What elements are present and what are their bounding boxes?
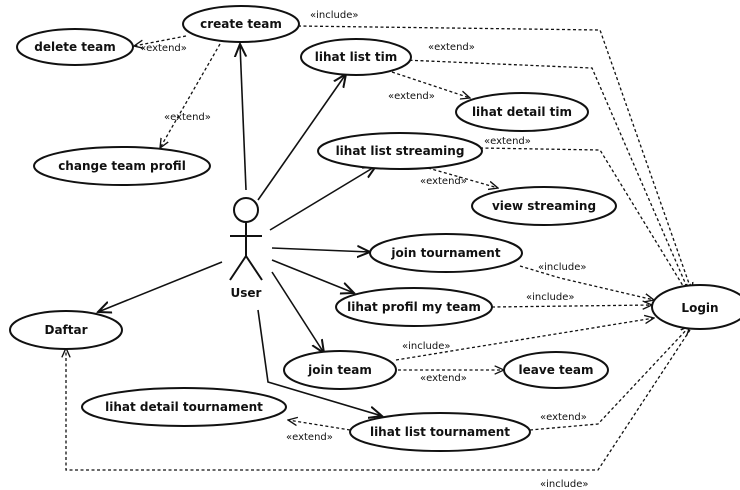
assoc-join-team [271, 271, 324, 353]
associations [98, 44, 382, 416]
use-case-label: lihat detail tim [472, 105, 572, 119]
assoc-lihat-list-tournament [257, 309, 382, 416]
label-extend: «extend» [286, 432, 333, 443]
use-case-lihat-detail-tim[interactable]: lihat detail tim [455, 92, 589, 132]
label-extend: «extend» [428, 42, 475, 53]
use-case-lihat-list-tim[interactable]: lihat list tim [300, 38, 412, 76]
assoc-lihat-list-tim [257, 74, 346, 201]
assoc-daftar [98, 261, 223, 312]
use-case-label: view streaming [492, 199, 596, 213]
dependencies [66, 25, 692, 471]
use-case-daftar[interactable]: Daftar [9, 310, 123, 350]
dep-list-tournament-login [529, 326, 690, 431]
label-extend: «extend» [140, 43, 187, 54]
use-case-lihat-detail-tournament[interactable]: lihat detail tournament [81, 387, 287, 427]
use-case-leave-team[interactable]: leave team [503, 351, 609, 389]
label-extend: «extend» [388, 91, 435, 102]
label-include: «include» [526, 292, 574, 303]
dep-profil-login [491, 305, 652, 307]
use-case-lihat-list-streaming[interactable]: lihat list streaming [317, 132, 483, 170]
use-case-join-team[interactable]: join team [283, 350, 397, 390]
use-case-delete-team[interactable]: delete team [16, 28, 134, 66]
actor-left-leg [229, 255, 247, 281]
dep-streaming-view [427, 167, 498, 188]
actor-label: User [231, 286, 262, 300]
dep-login-daftar [66, 329, 691, 471]
dep-list-streaming-login [479, 147, 688, 294]
use-case-label: lihat list tim [315, 50, 397, 64]
dep-list-tournament-detail [288, 420, 351, 431]
label-include: «include» [540, 479, 588, 490]
dep-create-team-login [297, 25, 692, 292]
use-case-label: Login [681, 301, 718, 315]
label-extend: «extend» [540, 412, 587, 423]
use-case-label: join tournament [390, 246, 500, 260]
use-case-label: lihat profil my team [347, 300, 481, 314]
dep-join-tournament-login [519, 265, 654, 300]
label-extend: «extend» [484, 136, 531, 147]
use-case-label: lihat list streaming [336, 144, 465, 158]
label-extend: «extend» [164, 112, 211, 123]
use-case-lihat-list-tournament[interactable]: lihat list tournament [349, 412, 531, 452]
label-extend: «extend» [420, 176, 467, 187]
actor-right-leg [245, 255, 263, 281]
use-case-label: create team [200, 17, 282, 31]
use-case-join-tournament[interactable]: join tournament [369, 233, 523, 273]
dep-list-tim-login [403, 59, 690, 294]
dep-create-team-delete-team [134, 35, 187, 46]
label-include: «include» [538, 262, 586, 273]
use-case-label: lihat detail tournament [105, 400, 263, 414]
use-case-label: join team [307, 363, 372, 377]
use-case-view-streaming[interactable]: view streaming [471, 186, 617, 226]
use-case-lihat-profil-my-team[interactable]: lihat profil my team [335, 287, 493, 327]
use-case-login[interactable]: Login [651, 284, 740, 330]
actor-user[interactable] [229, 197, 263, 281]
assoc-join-tournament [271, 248, 370, 252]
use-case-label: Daftar [44, 323, 87, 337]
assoc-lihat-list-streaming [269, 166, 376, 231]
use-case-label: leave team [519, 363, 594, 377]
label-include: «include» [402, 341, 450, 352]
dep-create-team-change-profil [160, 43, 221, 148]
assoc-create-team [240, 44, 246, 191]
assoc-lihat-profil-my-team [271, 259, 354, 293]
use-case-label: delete team [34, 40, 116, 54]
relation-labels: «include» «extend» «extend» «extend» «ex… [140, 10, 588, 490]
actor-head [233, 197, 259, 223]
use-case-create-team[interactable]: create team [182, 5, 300, 43]
use-case-change-team-profil[interactable]: change team profil [33, 146, 211, 186]
label-include: «include» [310, 10, 358, 21]
label-extend: «extend» [420, 373, 467, 384]
dep-list-tim-detail-tim [391, 71, 470, 98]
use-case-label: change team profil [58, 159, 186, 173]
use-case-label: lihat list tournament [370, 425, 510, 439]
